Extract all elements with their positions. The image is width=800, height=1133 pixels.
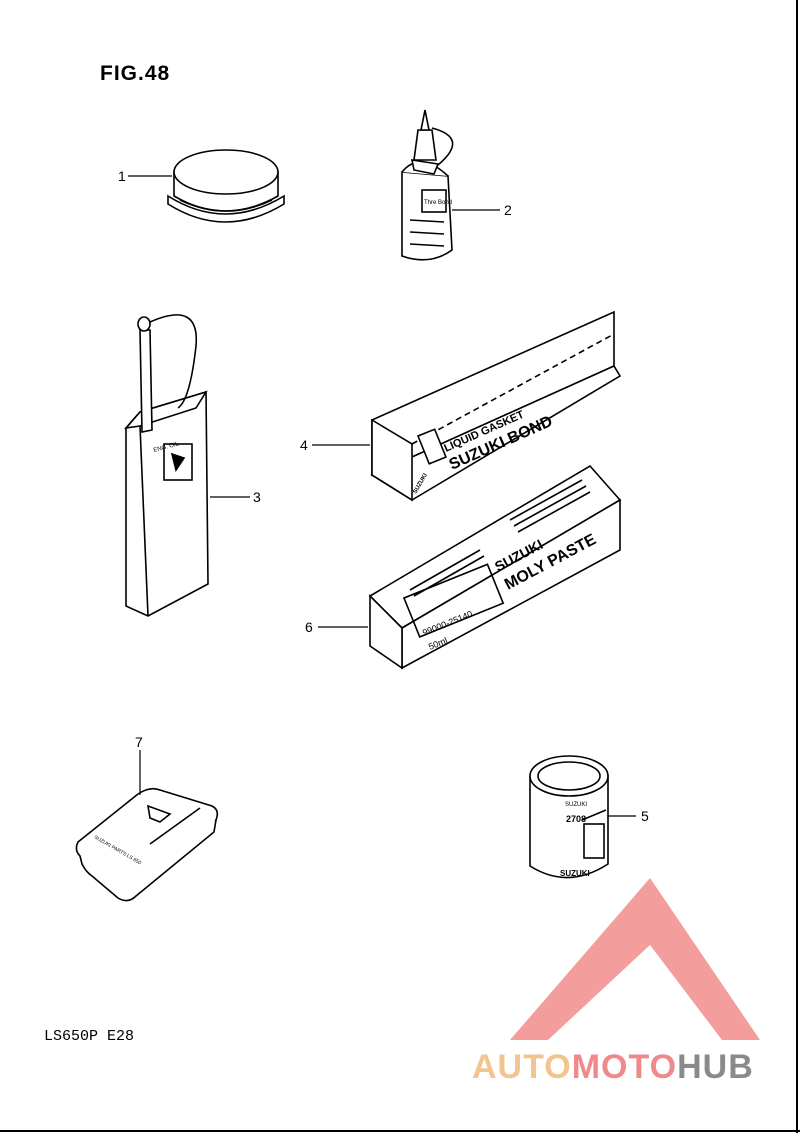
model-code: LS650P E28: [44, 1028, 135, 1045]
item-5-tin: [529, 755, 609, 879]
item-6-moly-box: [368, 464, 622, 670]
callout-1: 1: [118, 168, 126, 184]
callout-7: 7: [135, 734, 143, 750]
item-2-bottle: [401, 109, 454, 261]
item-7-kit-case: [75, 787, 219, 902]
watermark-logo: [510, 878, 760, 1040]
callout-2: 2: [504, 202, 512, 218]
item-1-pot: [167, 149, 285, 223]
watermark-text: AUTOMOTOHUB: [472, 1048, 754, 1087]
watermark-moto: MOTO: [571, 1048, 678, 1086]
tin-top: SUZUKI: [565, 802, 587, 808]
item-4-bond-box: [370, 310, 622, 502]
item-3-oil-can: [123, 314, 209, 617]
watermark-auto: AUTO: [472, 1048, 572, 1086]
bottle-label: Thre Bond: [424, 200, 452, 206]
figure-title: FIG.48: [100, 62, 171, 85]
callout-4: 4: [300, 437, 308, 453]
tin-front: 2708: [566, 814, 586, 824]
callout-5: 5: [641, 808, 649, 824]
watermark-hub: HUB: [677, 1048, 754, 1086]
tin-brand: SUZUKI: [560, 869, 590, 878]
callout-6: 6: [305, 619, 313, 635]
callout-3: 3: [253, 489, 261, 505]
